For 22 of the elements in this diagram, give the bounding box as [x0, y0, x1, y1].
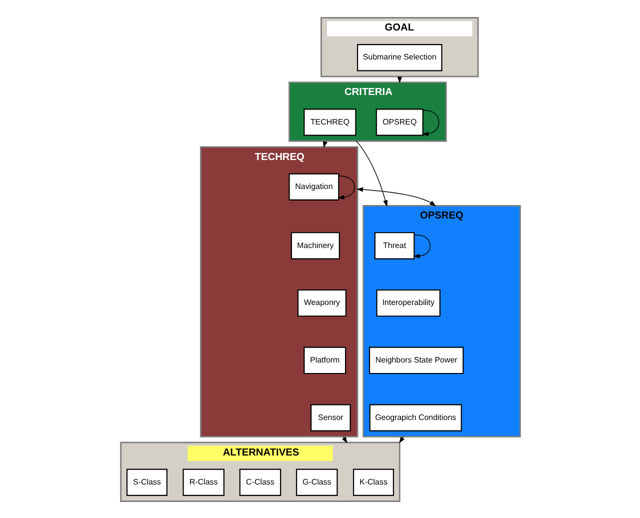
node-box: R-Class: [182, 468, 224, 496]
node-box: Sensor: [310, 404, 350, 431]
node-box: Navigation: [288, 172, 339, 200]
node-box: Threat: [374, 232, 414, 259]
node-box: Neighbors State Power: [368, 346, 464, 374]
node-box: Platform: [303, 346, 346, 374]
node-box: Geograpich Conditions: [368, 404, 462, 431]
node-box: Submarine Selection: [356, 44, 442, 71]
arrow: [356, 186, 436, 206]
node-box: Machinery: [290, 232, 340, 259]
node-box: Interoperability: [376, 288, 440, 316]
node-box: K-Class: [352, 468, 394, 496]
node-box: TECHREQ: [303, 108, 356, 136]
arrow: [337, 175, 354, 200]
node-box: Weaponry: [296, 288, 346, 316]
arrow: [355, 140, 388, 206]
node-box: OPSREQ: [375, 108, 423, 136]
node-box: S-Class: [126, 468, 167, 496]
node-box: C-Class: [238, 468, 281, 496]
node-box: G-Class: [296, 468, 338, 496]
arrow: [421, 109, 439, 136]
arrow: [412, 234, 430, 258]
